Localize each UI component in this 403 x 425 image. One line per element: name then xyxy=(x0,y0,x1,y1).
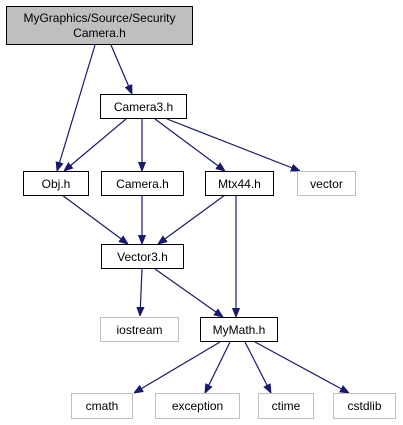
node-vector3-h[interactable]: Vector3.h xyxy=(101,244,184,269)
node-label: MyMath.h xyxy=(213,323,266,337)
edge-camera3-to-vector xyxy=(166,118,300,172)
node-label: Camera.h xyxy=(116,177,169,191)
node-vector[interactable]: vector xyxy=(297,171,356,196)
edge-camera3-to-mtx44 xyxy=(154,118,225,171)
node-label: Mtx44.h xyxy=(218,177,261,191)
edge-mtx44-to-vector3 xyxy=(158,194,226,244)
node-label: Vector3.h xyxy=(117,250,168,264)
node-label: MyGraphics/Source/Security xyxy=(23,11,175,25)
nodes-layer: MyGraphics/Source/Security Camera.h Came… xyxy=(6,6,396,419)
node-label: exception xyxy=(172,399,223,413)
node-camera-h[interactable]: Camera.h xyxy=(101,171,184,196)
node-label: Obj.h xyxy=(42,177,71,191)
node-mymath-h[interactable]: MyMath.h xyxy=(200,317,278,342)
node-label: vector xyxy=(310,177,343,191)
edge-mymath-to-exception xyxy=(204,341,231,393)
node-iostream[interactable]: iostream xyxy=(100,317,179,342)
node-label: cmath xyxy=(86,399,119,413)
node-cstdlib[interactable]: cstdlib xyxy=(333,393,396,419)
node-security-camera-h[interactable]: MyGraphics/Source/Security Camera.h xyxy=(6,6,193,45)
node-obj-h[interactable]: Obj.h xyxy=(23,171,89,196)
edge-root-to-obj xyxy=(57,44,96,171)
node-label: cstdlib xyxy=(347,399,381,413)
node-label: ctime xyxy=(272,399,301,413)
node-cmath[interactable]: cmath xyxy=(71,393,133,419)
node-label: Camera.h xyxy=(73,26,126,40)
node-camera3-h[interactable]: Camera3.h xyxy=(100,94,187,119)
edge-mymath-to-cstdlib xyxy=(254,341,349,393)
edge-vector3-to-mymath xyxy=(154,268,223,317)
node-exception[interactable]: exception xyxy=(155,393,240,419)
node-label: iostream xyxy=(116,323,162,337)
edges-layer xyxy=(57,44,349,393)
node-ctime[interactable]: ctime xyxy=(258,393,314,419)
edge-mymath-to-cmath xyxy=(134,341,221,393)
edge-camera3-to-obj xyxy=(64,118,127,171)
node-mtx44-h[interactable]: Mtx44.h xyxy=(205,171,274,196)
edge-mymath-to-ctime xyxy=(244,341,271,393)
edge-root-to-camera3 xyxy=(110,44,133,94)
node-label: Camera3.h xyxy=(114,100,173,114)
edge-obj-to-vector3 xyxy=(61,194,128,244)
edge-vector3-to-iostream xyxy=(140,268,142,316)
